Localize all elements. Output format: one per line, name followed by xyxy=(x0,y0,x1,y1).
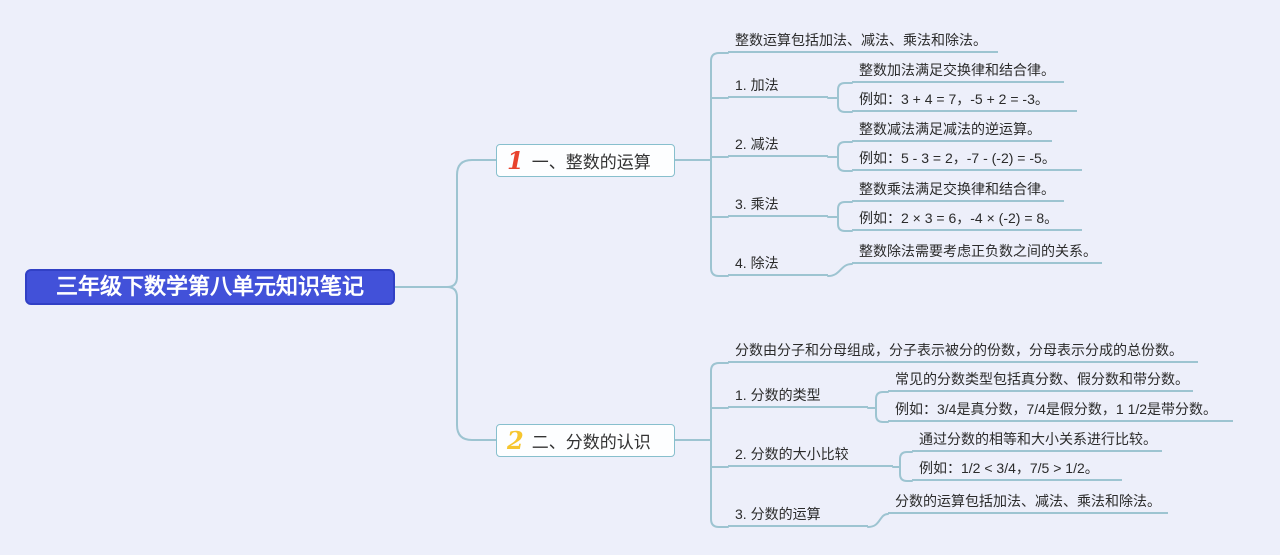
branch-node-integer-operations[interactable]: 1 一、整数的运算 xyxy=(496,144,675,177)
leaf-node-fraction-comparison-example[interactable]: 例如：1/2 < 3/4，7/5 > 1/2。 xyxy=(912,458,1122,481)
leaf-node-multiplication-rule[interactable]: 整数乘法满足交换律和结合律。 xyxy=(852,179,1064,202)
topic-node-multiplication[interactable]: 3. 乘法 xyxy=(728,194,828,217)
root-topic-node[interactable]: 三年级下数学第八单元知识笔记 xyxy=(25,269,395,305)
leaf-node-division-rule[interactable]: 整数除法需要考虑正负数之间的关系。 xyxy=(852,241,1102,264)
branch-label: 二、分数的认识 xyxy=(531,433,651,452)
topic-node-fraction-comparison[interactable]: 2. 分数的大小比较 xyxy=(728,444,893,467)
branch1-child-connectors xyxy=(674,52,729,277)
topic-node-subtraction[interactable]: 2. 减法 xyxy=(728,134,828,157)
trunk-connector xyxy=(394,159,497,441)
branch-number-badge: 2 xyxy=(507,425,524,455)
topic-node-fraction-overview[interactable]: 分数由分子和分母组成，分子表示被分的份数，分母表示分成的总份数。 xyxy=(728,340,1198,363)
leaf-node-subtraction-rule[interactable]: 整数减法满足减法的逆运算。 xyxy=(852,119,1052,142)
leaf-node-fraction-types-example[interactable]: 例如：3/4是真分数，7/4是假分数，1 1/2是带分数。 xyxy=(888,399,1233,422)
leaf-node-addition-rule[interactable]: 整数加法满足交换律和结合律。 xyxy=(852,60,1064,83)
leaf-node-fraction-operations-rule[interactable]: 分数的运算包括加法、减法、乘法和除法。 xyxy=(888,491,1168,514)
leaf-node-fraction-types-rule[interactable]: 常见的分数类型包括真分数、假分数和带分数。 xyxy=(888,369,1193,392)
leaf-node-addition-example[interactable]: 例如：3 + 4 = 7，-5 + 2 = -3。 xyxy=(852,89,1077,112)
leaf-node-subtraction-example[interactable]: 例如：5 - 3 = 2，-7 - (-2) = -5。 xyxy=(852,148,1082,171)
branch-node-fraction-understanding[interactable]: 2 二、分数的认识 xyxy=(496,424,675,457)
topic-node-addition[interactable]: 1. 加法 xyxy=(728,75,828,98)
branch-number-badge: 1 xyxy=(507,145,524,175)
branch2-child-connectors xyxy=(674,362,729,528)
topic-node-fraction-types[interactable]: 1. 分数的类型 xyxy=(728,385,868,408)
topic-node-fraction-operations[interactable]: 3. 分数的运算 xyxy=(728,504,868,527)
topic-node-division[interactable]: 4. 除法 xyxy=(728,253,828,276)
branch-label: 一、整数的运算 xyxy=(531,153,651,172)
topic-node-integer-overview[interactable]: 整数运算包括加法、减法、乘法和除法。 xyxy=(728,30,998,53)
leaf-node-fraction-comparison-rule[interactable]: 通过分数的相等和大小关系进行比较。 xyxy=(912,429,1162,452)
leaf-node-multiplication-example[interactable]: 例如：2 × 3 = 6，-4 × (-2) = 8。 xyxy=(852,208,1082,231)
branch1-leaf-connectors xyxy=(827,82,853,277)
